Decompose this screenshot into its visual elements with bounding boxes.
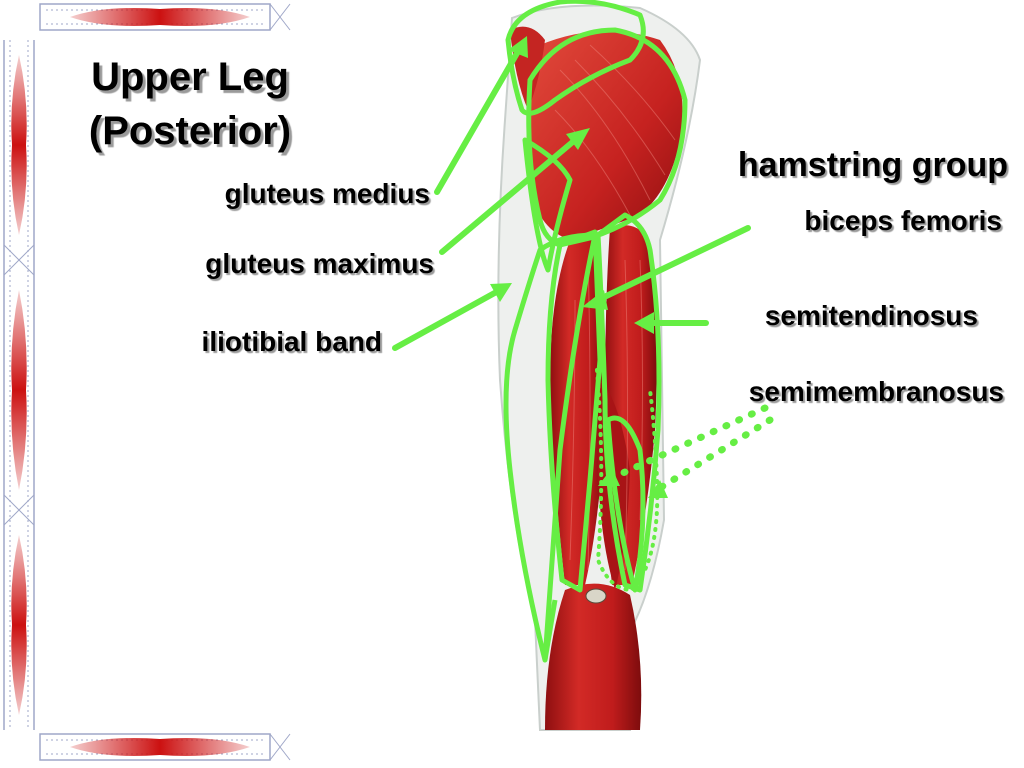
arrow-gluteus-medius: [434, 45, 523, 195]
label-hamstring-group: hamstring group: [737, 146, 1008, 184]
arrow-gluteus-maximus: [439, 137, 578, 255]
label-gluteus-maximus: gluteus maximus: [205, 248, 434, 279]
lower-leg-muscles: [545, 583, 642, 730]
slide-title-line2: (Posterior): [88, 109, 292, 153]
arrow-biceps-femoris: [595, 225, 751, 303]
slide-title: Upper Leg (Posterior): [40, 50, 340, 158]
left-border: [3, 40, 35, 730]
muscle-outlines: [503, 0, 688, 663]
label-gluteus-medius: gluteus medius: [224, 178, 430, 209]
biceps-femoris-muscle: [550, 232, 605, 585]
pointer-arrows: [392, 36, 751, 351]
arrow-iliotibial-band: [392, 287, 503, 351]
top-border: [39, 3, 291, 31]
label-semitendinosus: semitendinosus: [764, 300, 978, 331]
label-semimembranosus: semimembranosus: [748, 376, 1004, 407]
bottom-border: [39, 733, 291, 761]
label-biceps-femoris: biceps femoris: [804, 205, 1002, 236]
slide-title-line1: Upper Leg: [91, 55, 289, 99]
semimembranosus-outline: [595, 368, 660, 593]
arrow-semimembranosus: [598, 404, 774, 498]
label-iliotibial-band: iliotibial band: [201, 326, 382, 357]
